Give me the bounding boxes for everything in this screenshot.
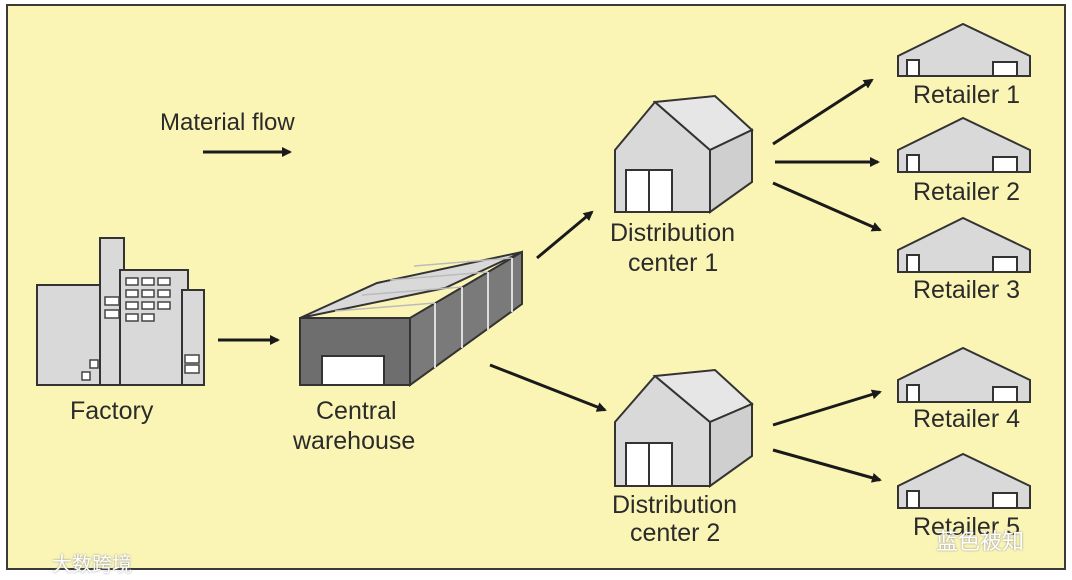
arrow-warehouse-to-dc1 — [536, 210, 594, 260]
arrow-warehouse-to-dc2 — [489, 363, 607, 412]
arrow-dc2-to-retailer5 — [772, 448, 882, 483]
dc2-icon — [614, 368, 754, 488]
retailer2-label: Retailer 2 — [913, 178, 1020, 206]
retailer5-label: Retailer 5 — [913, 513, 1020, 541]
arrow-dc2-to-retailer4 — [772, 389, 882, 427]
watermark-bottom-right: 蓝色被知 — [936, 529, 1025, 554]
dc2-label-line2: center 2 — [630, 519, 721, 547]
arrow-dc1-to-retailer3 — [772, 181, 882, 232]
retailer1-label: Retailer 1 — [913, 81, 1020, 109]
warehouse-label-line2: warehouse — [293, 427, 416, 455]
retailer3-icon — [897, 216, 1031, 273]
legend-label: Material flow — [160, 109, 295, 136]
retailer3-label: Retailer 3 — [913, 276, 1020, 304]
dc1-icon — [614, 94, 754, 214]
arrow-dc1-to-retailer1 — [772, 78, 874, 146]
dc1-label-line2: center 1 — [628, 249, 719, 277]
dc2-label-line1: Distribution — [612, 491, 738, 519]
dc1-label-line1: Distribution — [610, 219, 736, 247]
retailer4-label: Retailer 4 — [913, 405, 1020, 433]
warehouse-label-line1: Central — [316, 397, 397, 425]
factory-icon — [36, 237, 205, 386]
factory-label: Factory — [70, 397, 154, 425]
warehouse-icon — [299, 250, 523, 387]
retailer5-icon — [897, 452, 1031, 509]
retailer2-icon — [897, 116, 1031, 173]
retailer4-icon — [897, 346, 1031, 403]
retailer1-icon — [897, 22, 1031, 77]
watermark-bottom-left: 大数跨境 — [52, 554, 132, 576]
